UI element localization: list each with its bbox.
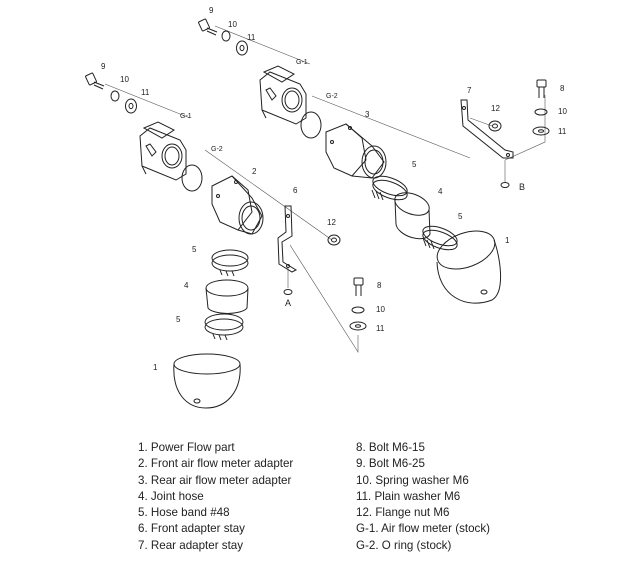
exploded-parts-diagram: 9 10 11 G-1 G-2 3 9 10 11 G-1 G-2 2 6 12… — [85, 6, 567, 409]
callout-b: B — [519, 182, 525, 192]
legend-item: 9. Bolt M6-25 — [356, 457, 425, 471]
legend-item: 4. Joint hose — [138, 489, 204, 503]
callout-10-rear: 10 — [228, 20, 237, 29]
rear-stay-bolt-stack — [532, 79, 550, 136]
rear-power-flow-filter-icon — [436, 230, 502, 304]
bolt-m6-25-icon — [85, 72, 105, 90]
plain-washer-icon — [236, 40, 248, 56]
callout-9-front: 9 — [101, 62, 106, 71]
rear-air-flow-meter-icon — [259, 65, 307, 125]
spring-washer-icon — [351, 306, 365, 314]
callout-8-front: 8 — [377, 281, 382, 290]
bolt-m6-15-icon — [353, 277, 364, 296]
front-afm-bolt-stack — [85, 72, 137, 114]
callout-7: 7 — [467, 86, 472, 95]
callout-9-rear: 9 — [209, 6, 214, 15]
bolt-m6-25-icon — [198, 18, 218, 36]
callout-1-front: 1 — [153, 363, 158, 372]
front-power-flow-filter-icon — [173, 353, 241, 409]
rear-adapter-stay-icon — [460, 99, 514, 159]
parts-legend-left: 1. Power Flow part 2. Front air flow met… — [138, 440, 293, 554]
parts-legend-right: 8. Bolt M6-15 9. Bolt M6-25 10. Spring w… — [356, 440, 490, 554]
rear-o-ring-icon — [300, 111, 322, 139]
front-o-ring-icon — [181, 164, 203, 192]
callout-12-rear: 12 — [491, 104, 500, 113]
legend-item: 8. Bolt M6-15 — [356, 441, 425, 454]
callout-11-rear-stay: 11 — [558, 127, 567, 136]
callout-labels: 9 10 11 G-1 G-2 3 9 10 11 G-1 G-2 2 6 12… — [101, 6, 567, 372]
callout-3: 3 — [365, 110, 370, 119]
rear-hose-band-lower-icon — [422, 225, 458, 251]
point-a-marker-icon — [283, 289, 293, 295]
legend-item: 1. Power Flow part — [138, 441, 235, 454]
callout-5-rear-upper: 5 — [412, 160, 417, 169]
callout-11-rear: 11 — [247, 33, 256, 42]
rear-joint-hose-icon — [394, 192, 431, 240]
callout-4-rear: 4 — [438, 187, 443, 196]
point-b-marker-icon — [500, 182, 510, 188]
bolt-m6-15-icon — [536, 79, 547, 98]
front-hose-band-upper-icon — [211, 249, 249, 277]
spring-washer-icon — [534, 108, 548, 116]
callout-12-front: 12 — [327, 218, 336, 227]
callout-a: A — [285, 298, 291, 308]
legend-item: G-2. O ring (stock) — [356, 538, 452, 552]
front-hose-band-lower-icon — [204, 313, 244, 341]
callout-g2-front: G-2 — [211, 146, 223, 153]
callout-g1-front: G-1 — [180, 113, 192, 120]
spring-washer-icon — [110, 90, 120, 102]
plain-washer-icon — [349, 321, 367, 331]
rear-flange-nut-icon — [488, 120, 502, 132]
front-joint-hose-icon — [205, 279, 249, 314]
rear-afm-adapter-icon — [325, 123, 387, 179]
callout-1-rear: 1 — [505, 236, 510, 245]
front-stay-bolt-stack — [349, 277, 367, 331]
rear-afm-bolt-stack — [198, 18, 248, 56]
front-air-flow-meter-icon — [139, 121, 187, 181]
callout-4-front: 4 — [184, 281, 189, 290]
callout-5-rear-lower: 5 — [458, 212, 463, 221]
plain-washer-icon — [125, 98, 137, 114]
callout-5-front-lower: 5 — [176, 315, 181, 324]
callout-g1-rear: G-1 — [296, 59, 308, 66]
spring-washer-icon — [221, 30, 231, 42]
legend-item: 5. Hose band #48 — [138, 506, 230, 520]
front-flange-nut-icon — [327, 234, 341, 246]
legend-item: 11. Plain washer M6 — [356, 489, 461, 503]
legend-item: 12. Flange nut M6 — [356, 506, 450, 520]
callout-10-front-stay: 10 — [376, 305, 385, 314]
callout-8-rear: 8 — [560, 84, 565, 93]
callout-11-front: 11 — [141, 88, 150, 97]
rear-hose-band-upper-icon — [371, 175, 408, 201]
callout-6: 6 — [293, 186, 298, 195]
front-afm-adapter-icon — [211, 175, 264, 235]
assembly-lines — [104, 25, 546, 354]
callout-10-front: 10 — [120, 75, 129, 84]
legend-item: 3. Rear air flow meter adapter — [138, 473, 292, 487]
plain-washer-icon — [532, 126, 550, 136]
legend-item: 6. Front adapter stay — [138, 522, 245, 536]
legend-item: 10. Spring washer M6 — [356, 473, 469, 487]
legend-item: G-1. Air flow meter (stock) — [356, 522, 490, 536]
callout-2: 2 — [252, 167, 257, 176]
callout-11-front-stay: 11 — [376, 324, 385, 333]
callout-g2-rear: G-2 — [326, 93, 338, 100]
legend-item: 7. Rear adapter stay — [138, 538, 244, 552]
callout-5-front-upper: 5 — [192, 245, 197, 254]
callout-10-rear-stay: 10 — [558, 107, 567, 116]
front-adapter-stay-icon — [277, 205, 298, 273]
legend-item: 2. Front air flow meter adapter — [138, 457, 294, 471]
